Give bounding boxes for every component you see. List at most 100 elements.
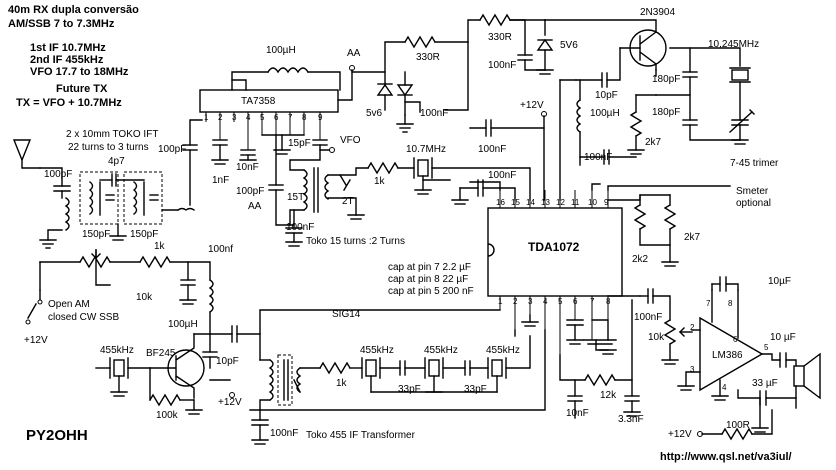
tda1072-ic (487, 207, 623, 297)
svg-text:12: 12 (556, 198, 565, 207)
r10k-label: 10k (136, 292, 153, 303)
c150a-label: 150pF (82, 229, 110, 240)
t2-label: 2T (342, 196, 354, 207)
r1k-c-label: 1k (336, 378, 348, 389)
f455b-label: 455kHz (360, 345, 394, 356)
svg-text:4: 4 (722, 383, 727, 392)
audio-section: 100nF 10k LM386 2 3 4 5 6 7 8 10µF 1 (559, 276, 821, 441)
header-title: 40m RX dupla conversão (8, 4, 139, 16)
header-band: AM/SSB 7 to 7.3MHz (8, 18, 115, 30)
speaker-icon (793, 365, 805, 387)
c3n3-label: 3.3nF (618, 414, 644, 425)
ta7358-ic (199, 89, 339, 113)
toko-turns-label: Toko 15 turns :2 Turns (306, 236, 405, 247)
l100uh-osc-label: 100µH (590, 108, 620, 119)
r1k-a-label: 1k (374, 176, 386, 187)
svg-text:5: 5 (764, 343, 769, 352)
switch-label-1: Open AM (48, 299, 90, 310)
r2k7-label: 2k7 (645, 137, 662, 148)
xtal-freq-label: 10,245MHz (708, 39, 759, 50)
svg-text:9: 9 (604, 198, 609, 207)
svg-text:7: 7 (706, 299, 711, 308)
c-ant-label: 100pF (44, 169, 72, 180)
c10uf-b-label: 10 µF (770, 332, 796, 343)
r12k-label: 12k (600, 390, 617, 401)
c100pf-c-label: 100pF (236, 186, 264, 197)
v12a-label: +12V (520, 100, 544, 111)
c180a-label: 180pF (652, 74, 680, 85)
sig14-label: SIG14 (332, 309, 361, 320)
l100uh-top-label: 100µH (266, 45, 296, 56)
f455a-label: 455kHz (100, 345, 134, 356)
r2k7b-label: 2k7 (684, 232, 701, 243)
c100nf-reg-label: 100nF (420, 108, 448, 119)
trimmer-label: 7-45 trimer (730, 158, 779, 169)
xtal-10m7-label: 10.7MHz (406, 144, 446, 155)
header-vfo: VFO 17.7 to 18MHz (30, 66, 129, 78)
c10uf-label: 10µF (768, 276, 791, 287)
oscillator-section: 2N3904 10,245MHz 7-45 trimer 180pF 180pF… (444, 7, 779, 201)
c100nf-d-label: 100nF (478, 144, 506, 155)
c10nf-label: 10nF (236, 162, 259, 173)
tda1072-label: TDA1072 (528, 240, 580, 254)
aa-label-1: AA (347, 48, 361, 59)
c100nf-reg2-label: 100nF (488, 60, 516, 71)
cap5-label: cap at pin 5 200 nF (388, 286, 474, 297)
q-if-label: BF245 (146, 348, 176, 359)
r330b-label: 330R (488, 32, 512, 43)
f455c-label: 455kHz (424, 345, 458, 356)
c100nf-g-label: 100nF (488, 170, 516, 181)
ift-title-2: 22 turns to 3 turns (68, 142, 149, 153)
r100r-label: 100R (726, 420, 750, 431)
c33uf-label: 33 µF (752, 378, 778, 389)
r100k-label: 100k (156, 410, 179, 421)
l100uh-b-label: 100µH (168, 319, 198, 330)
c10nf-b-label: 10nF (566, 408, 589, 419)
regulator-section: 330R 330R 5v6 100nF 5V6 100nF (351, 13, 578, 133)
c10pf-b-label: 10pF (216, 356, 239, 367)
r2k2-label: 2k2 (632, 254, 649, 265)
svg-text:10: 10 (588, 198, 597, 207)
svg-text:13: 13 (541, 198, 550, 207)
svg-text:3: 3 (690, 365, 695, 374)
c33b-label: 33pF (464, 384, 487, 395)
ift-title-1: 2 x 10mm TOKO IFT (66, 129, 158, 140)
c100nf-i-label: 100nF (270, 428, 298, 439)
z5v6-b-label: 5V6 (560, 40, 578, 51)
c100pf-b-label: 100pF (158, 144, 186, 155)
if455-filter-section: 100nF Toko 455 IF Transformer 1k 455kHz … (251, 335, 531, 445)
antenna-section: 100pF 4p7 2 x 10mm TOKO IFT 22 turns to … (12, 119, 203, 249)
lm386-label: LM386 (712, 350, 743, 361)
header-future-tx: Future TX (56, 83, 108, 95)
c100nf-f-label: 100nF (286, 222, 314, 233)
v12c-label: +12V (218, 397, 242, 408)
source-url[interactable]: http://www.qsl.net/va3iul/ (660, 451, 792, 463)
vfo-label: VFO (340, 135, 361, 146)
r10k-b-label: 10k (648, 332, 665, 343)
lm386-ic (699, 316, 764, 392)
svg-text:16: 16 (496, 198, 505, 207)
q-osc-label: 2N3904 (640, 7, 675, 18)
author-label: PY2OHH (26, 427, 88, 444)
agc-section: 1k 10k 100nf 100µH Open AM closed CW SSB… (24, 241, 261, 346)
ta7358-section: TA7358 1 2 3 4 5 6 7 8 9 100µH 1nF 10nF … (199, 45, 361, 186)
toko455-label: Toko 455 IF Transformer (306, 430, 416, 441)
r330-label: 330R (416, 52, 440, 63)
header-if1: 1st IF 10.7MHz (30, 42, 106, 54)
c4p7-label: 4p7 (108, 156, 125, 167)
f455d-label: 455kHz (486, 345, 520, 356)
header-if2: 2nd IF 455kHz (30, 54, 104, 66)
mix-transformer-section: 100pF AA 15T 2T 100nF Toko 15 turns :2 T… (236, 134, 531, 247)
r1k-b-label: 1k (154, 241, 166, 252)
cap8-label: cap at pin 8 22 µF (388, 274, 468, 285)
c1nf-label: 1nF (212, 175, 229, 186)
ta7358-label: TA7358 (241, 96, 276, 107)
v12d-label: +12V (668, 429, 692, 440)
svg-text:6: 6 (733, 335, 738, 344)
svg-text:15: 15 (511, 198, 520, 207)
smeter-label-1: Smeter (736, 186, 769, 197)
header-tx-formula: TX = VFO + 10.7MHz (16, 97, 122, 109)
header-block: 40m RX dupla conversão AM/SSB 7 to 7.3MH… (8, 4, 139, 109)
